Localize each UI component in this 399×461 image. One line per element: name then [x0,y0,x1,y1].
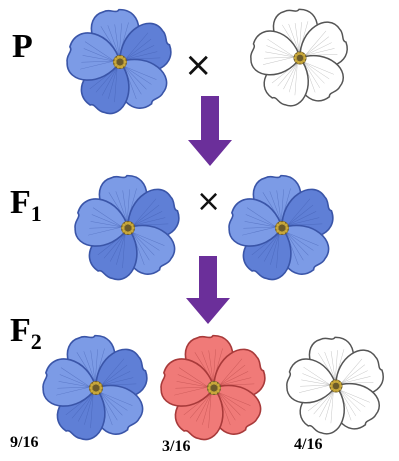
stamen-dot [122,229,125,232]
flower-blue-f1-right [226,172,338,284]
stamen-dot [300,61,303,64]
stamen-dot [89,386,92,389]
stamen-dot [114,63,117,66]
stamen-dot [122,57,125,60]
stamen-dot [211,382,214,385]
stamen-dot [207,386,210,389]
flower-white-f2 [284,334,388,438]
stamen-dot [208,389,211,392]
stamen-dot [302,54,305,57]
stamen-dot [284,223,287,226]
flower-white-parent [248,6,352,110]
stamen-dot [128,231,131,234]
stamen-dot [285,226,288,229]
stamen-dot [275,226,278,229]
down-arrow-icon [186,256,230,324]
down-arrow-icon [188,96,232,166]
stamen-dot [279,222,282,225]
stamen-dot [93,382,96,385]
stamen-dot [295,59,298,62]
stamen-dot [338,382,341,385]
stamen-dot [330,385,333,388]
ratio-blue: 9/16 [10,434,38,452]
ratio-red: 3/16 [162,438,190,456]
stamen-dot [282,231,285,234]
stamen-dot [331,387,334,390]
stamen-dot [96,391,99,394]
flower-red-f2 [158,332,270,444]
flower-blue-f1-left [72,172,184,284]
stamen-dot [117,56,120,59]
stamen-dot [90,389,93,392]
stamen-dot [99,386,102,389]
stamen-dot [125,222,128,225]
flower-blue-parent [64,6,176,118]
stamen-dot [297,52,300,55]
stamen-dot [339,385,342,388]
stamen-dot [130,223,133,226]
stamen-dot [121,226,124,229]
flower-blue-f2 [40,332,152,444]
stamen-dot [276,229,279,232]
stamen-dot [333,380,336,383]
stamen-dot [336,389,339,392]
stamen-dot [120,65,123,68]
stamen-dot [303,57,306,60]
stamen-dot [294,57,297,60]
stamen-dot [217,386,220,389]
stamen-dot [98,383,101,386]
ratio-white: 4/16 [294,436,322,454]
stamen-dot [216,383,219,386]
stamen-dot [214,391,217,394]
stamen-dot [131,226,134,229]
stamen-dot [113,60,116,63]
stamen-dot [123,60,126,63]
